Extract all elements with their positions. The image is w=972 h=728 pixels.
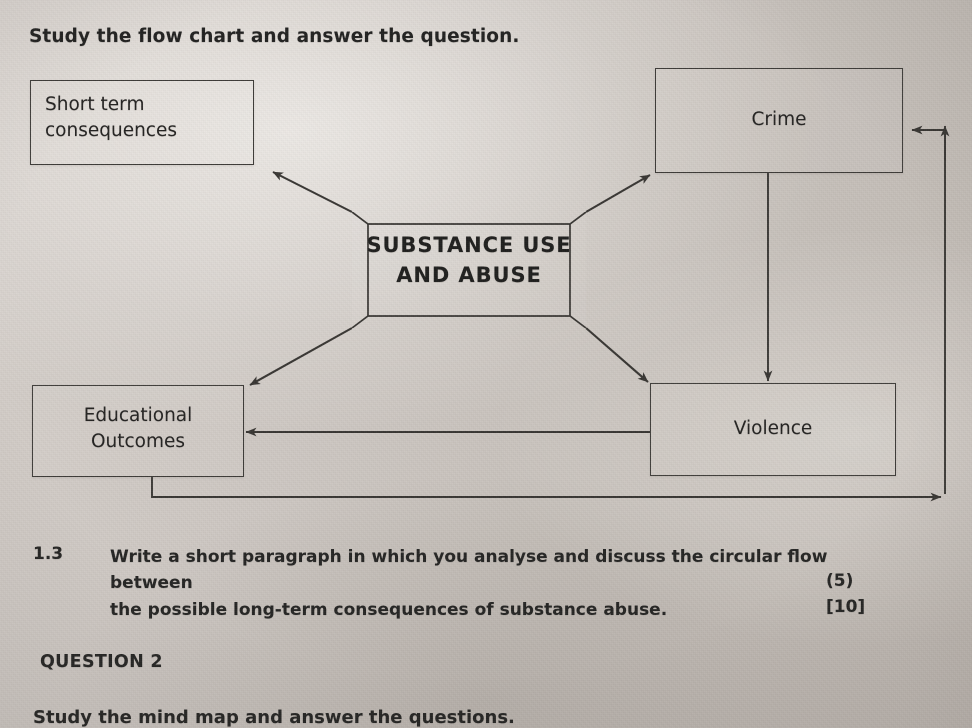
- node-label-violence: Violence: [733, 418, 813, 439]
- node-label-substance-use-and-abuse: SUBSTANCE USE AND ABUSE: [366, 233, 572, 288]
- node-substance-use-and-abuse: SUBSTANCE USE AND ABUSE: [351, 211, 587, 329]
- node-short-term-consequences: Short term consequences: [30, 80, 254, 165]
- node-label-short-term-consequences: Short term consequences: [45, 94, 178, 142]
- node-shape-octagon: [351, 211, 587, 329]
- edge-educational-to-crime: [151, 477, 942, 502]
- edge-centre-to-educational: [249, 327, 353, 386]
- question-1-3-marks: (5): [826, 571, 854, 591]
- edge-centre-to-short-term: [272, 171, 353, 213]
- question-1-3-text: Write a short paragraph in which you ana…: [110, 547, 828, 620]
- question-1-total-marks: [10]: [826, 597, 866, 617]
- question-2-prompt: Study the mind map and answer the questi…: [33, 707, 515, 728]
- node-crime: Crime: [655, 68, 903, 173]
- question-2-heading: QUESTION 2: [40, 652, 163, 672]
- node-educational-outcomes: Educational Outcomes: [32, 385, 244, 477]
- edge-return-riser-to-crime: [911, 125, 946, 494]
- question-1-3-number: 1.3: [33, 544, 64, 564]
- top-instruction: Study the flow chart and answer the ques…: [29, 26, 520, 47]
- edge-centre-to-violence: [585, 327, 649, 383]
- node-label-crime: Crime: [751, 109, 807, 130]
- node-label-educational-outcomes: Educational Outcomes: [83, 405, 193, 453]
- node-violence: Violence: [650, 383, 896, 476]
- edge-centre-to-crime: [585, 174, 651, 213]
